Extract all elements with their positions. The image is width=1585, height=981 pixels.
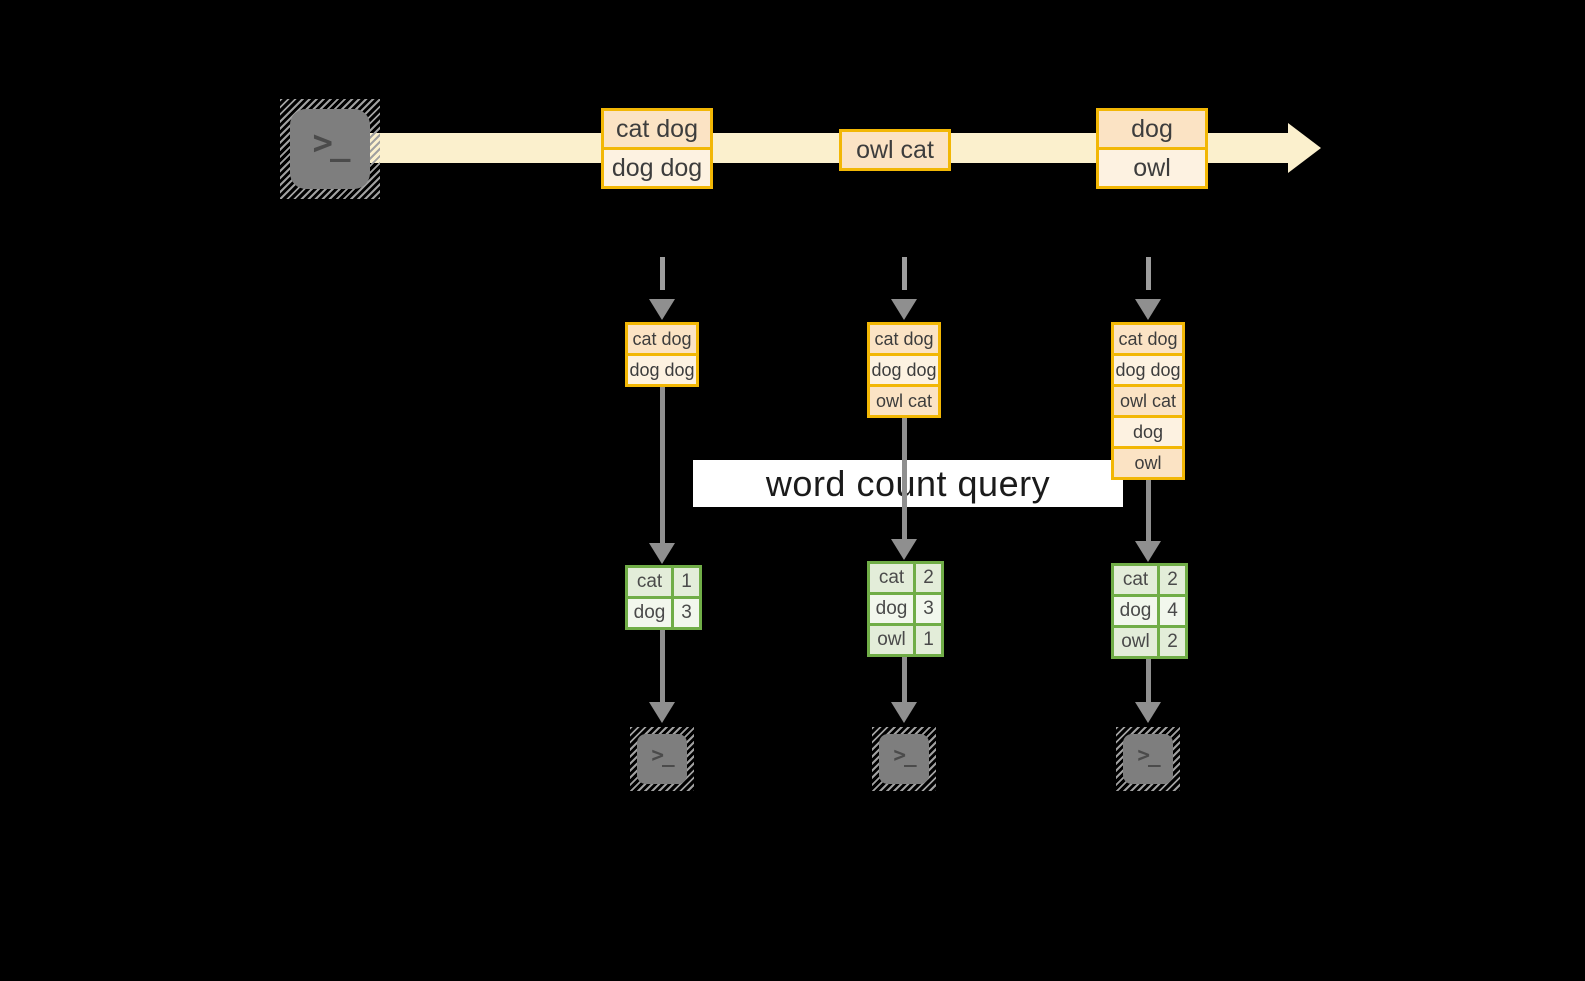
output-arrowhead-icon (891, 702, 917, 723)
count-value: 2 (923, 567, 934, 588)
count-value: 4 (1167, 600, 1178, 621)
count-table-2: cat 2 dog 3 owl 1 (867, 561, 944, 657)
count-value: 1 (923, 629, 934, 650)
count-row: dog 3 (870, 592, 941, 623)
output-arrowhead-icon (1135, 702, 1161, 723)
count-word: cat (1114, 566, 1160, 594)
buffer-row: dog dog (870, 353, 938, 384)
query-arrowhead-icon (891, 539, 917, 560)
buffer-row: owl cat (870, 384, 938, 415)
stream-message-box-1: cat dog dog dog (601, 108, 713, 189)
buffer-row: dog dog (628, 353, 696, 384)
buffer-row: cat dog (1114, 325, 1182, 353)
count-row: owl 2 (1114, 625, 1185, 656)
terminal-icon-output-1: >_ (630, 727, 694, 791)
count-table-1: cat 1 dog 3 (625, 565, 702, 630)
terminal-icon-output-2: >_ (872, 727, 936, 791)
count-row: dog 3 (628, 596, 699, 627)
query-arrow-line (660, 385, 665, 543)
count-row: owl 1 (870, 623, 941, 654)
count-value: 2 (1167, 631, 1178, 652)
stream-message-box-3: dog owl (1096, 108, 1208, 189)
stream-message: owl cat (842, 132, 948, 168)
terminal-prompt-glyph: >_ (1123, 734, 1173, 784)
output-arrow-line (1146, 657, 1151, 702)
buffer-stack-1: cat dog dog dog (625, 322, 699, 387)
count-word: owl (1114, 628, 1160, 656)
buffer-row: cat dog (628, 325, 696, 353)
terminal-prompt-glyph: >_ (879, 734, 929, 784)
count-word: cat (870, 564, 916, 592)
stream-message: dog dog (604, 147, 710, 186)
count-value: 3 (681, 602, 692, 623)
buffer-row: owl cat (1114, 384, 1182, 415)
output-arrowhead-icon (649, 702, 675, 723)
count-word: owl (870, 626, 916, 654)
stream-message-box-2: owl cat (839, 129, 951, 171)
stream-message: dog (1099, 111, 1205, 147)
terminal-prompt-glyph: >_ (637, 734, 687, 784)
dashed-arrow-line (660, 257, 665, 290)
count-value: 3 (923, 598, 934, 619)
count-row: cat 1 (628, 568, 699, 596)
count-word: dog (628, 599, 674, 627)
buffer-row: owl (1114, 446, 1182, 477)
buffer-stack-3: cat dog dog dog owl cat dog owl (1111, 322, 1185, 480)
query-arrowhead-icon (1135, 541, 1161, 562)
output-arrow-line (902, 655, 907, 702)
count-value: 1 (681, 571, 692, 592)
dashed-arrowhead-icon (1135, 299, 1161, 320)
stream-message: cat dog (604, 111, 710, 147)
query-arrow-line (1146, 478, 1151, 541)
stream-timeline-arrowhead-icon (1288, 123, 1321, 173)
query-arrow-line (902, 416, 907, 539)
count-row: dog 4 (1114, 594, 1185, 625)
count-value: 2 (1167, 569, 1178, 590)
buffer-stack-2: cat dog dog dog owl cat (867, 322, 941, 418)
count-word: cat (628, 568, 674, 596)
query-banner: word count query (693, 460, 1123, 507)
dashed-arrowhead-icon (649, 299, 675, 320)
count-row: cat 2 (1114, 566, 1185, 594)
buffer-row: cat dog (870, 325, 938, 353)
dashed-arrow-line (902, 257, 907, 290)
buffer-row: dog dog (1114, 353, 1182, 384)
output-arrow-line (660, 628, 665, 702)
query-arrowhead-icon (649, 543, 675, 564)
count-table-3: cat 2 dog 4 owl 2 (1111, 563, 1188, 659)
dashed-arrowhead-icon (891, 299, 917, 320)
count-row: cat 2 (870, 564, 941, 592)
dashed-arrow-line (1146, 257, 1151, 290)
count-word: dog (870, 595, 916, 623)
count-word: dog (1114, 597, 1160, 625)
terminal-prompt-glyph: >_ (290, 109, 370, 189)
terminal-icon-source: >_ (280, 99, 380, 199)
buffer-row: dog (1114, 415, 1182, 446)
stream-message: owl (1099, 147, 1205, 186)
terminal-icon-output-3: >_ (1116, 727, 1180, 791)
